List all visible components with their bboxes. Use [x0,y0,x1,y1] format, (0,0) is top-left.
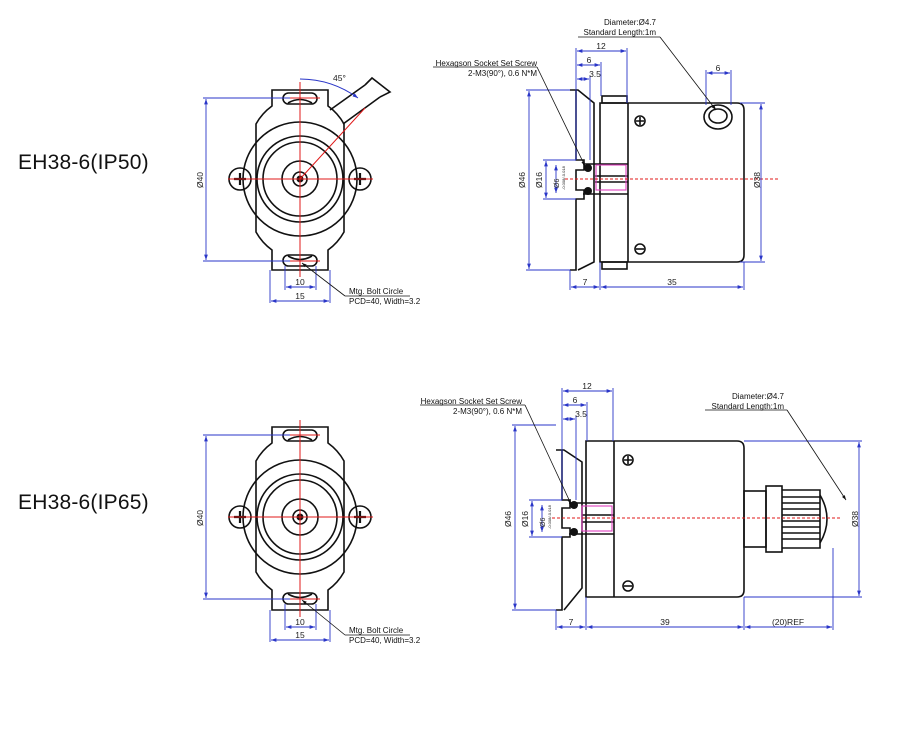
ip50-side-dim-shaft-tol: -0.008/-0.018 [561,165,566,190]
ip50-side-dim-d38: Ø38 [752,172,762,188]
ip50-front-dim-15: 15 [295,291,305,301]
ip65-side-dim-20ref: (20)REF [772,617,804,627]
ip65-side-dim-3-5: 3.5 [575,409,587,419]
ip50-side-dim-12: 12 [596,41,606,51]
ip65-front-view: Ø40 10 15 Mtg. Bolt Circle PCD=40, Width… [195,420,421,645]
ip50-side-dim-gland-6: 6 [716,63,721,73]
ip50-mtg-line2: PCD=40, Width=3.2 [349,297,421,306]
ip65-front-dim-15: 15 [295,630,305,640]
ip50-side-dim-d46: Ø46 [517,172,527,188]
ip65-screw-line1: Hexagson Socket Set Screw [421,397,523,406]
ip65-mtg-line1: Mtg. Bolt Circle [349,626,404,635]
ip65-side-dim-7: 7 [569,617,574,627]
ip50-cable-line1: Diameter:Ø4.7 [604,18,657,27]
ip50-mtg-line1: Mtg. Bolt Circle [349,287,404,296]
ip65-side-view: Ø46 Ø16 Ø6 -0.008/-0.018 Ø38 7 39 (20)RE… [420,381,862,630]
ip65-side-dim-d16: Ø16 [520,511,530,527]
ip50-screw-line2: 2-M3(90°), 0.6 N*M [468,69,537,78]
ip65-side-dim-6: 6 [573,395,578,405]
ip65-model-title: EH38-6(IP65) [18,491,149,514]
ip65-side-dim-39: 39 [660,617,670,627]
ip50-side-view: Ø46 Ø16 Ø6 -0.008/-0.018 Ø38 7 35 12 6 3… [433,18,780,290]
ip50-screw-line1: Hexagson Socket Set Screw [436,59,538,68]
ip65-side-dim-shaft-tol: -0.008/-0.018 [547,504,552,529]
ip50-model-title: EH38-6(IP50) [18,151,149,174]
ip50-side-dim-7: 7 [583,277,588,287]
ip50-front-dim-d40: Ø40 [195,172,205,188]
ip50-side-dim-shaft: Ø6 [554,179,561,188]
ip65-screw-line2: 2-M3(90°), 0.6 N*M [453,407,522,416]
ip65-mtg-line2: PCD=40, Width=3.2 [349,636,421,645]
ip50-side-dim-35: 35 [667,277,677,287]
ip65-front-dim-10: 10 [295,617,305,627]
ip50-side-dim-3-5: 3.5 [589,69,601,79]
ip65-front-dim-d40: Ø40 [195,510,205,526]
ip50-side-dim-d16: Ø16 [534,172,544,188]
ip65-side-dim-shaft: Ø6 [540,518,547,527]
ip65-side-dim-d46: Ø46 [503,511,513,527]
ip50-front-dim-angle: 45° [333,73,346,83]
ip50-cable-line2: Standard Length:1m [584,28,657,37]
ip65-side-dim-d38: Ø38 [850,511,860,527]
ip50-front-view: Ø40 45° 10 15 Mtg. Bolt Circle PCD=40, W… [195,73,421,306]
ip65-side-dim-12: 12 [582,381,592,391]
ip65-cable-line2: Standard Length:1m [712,402,785,411]
ip50-side-dim-6: 6 [587,55,592,65]
ip65-cable-line1: Diameter:Ø4.7 [732,392,785,401]
ip50-front-dim-10: 10 [295,277,305,287]
